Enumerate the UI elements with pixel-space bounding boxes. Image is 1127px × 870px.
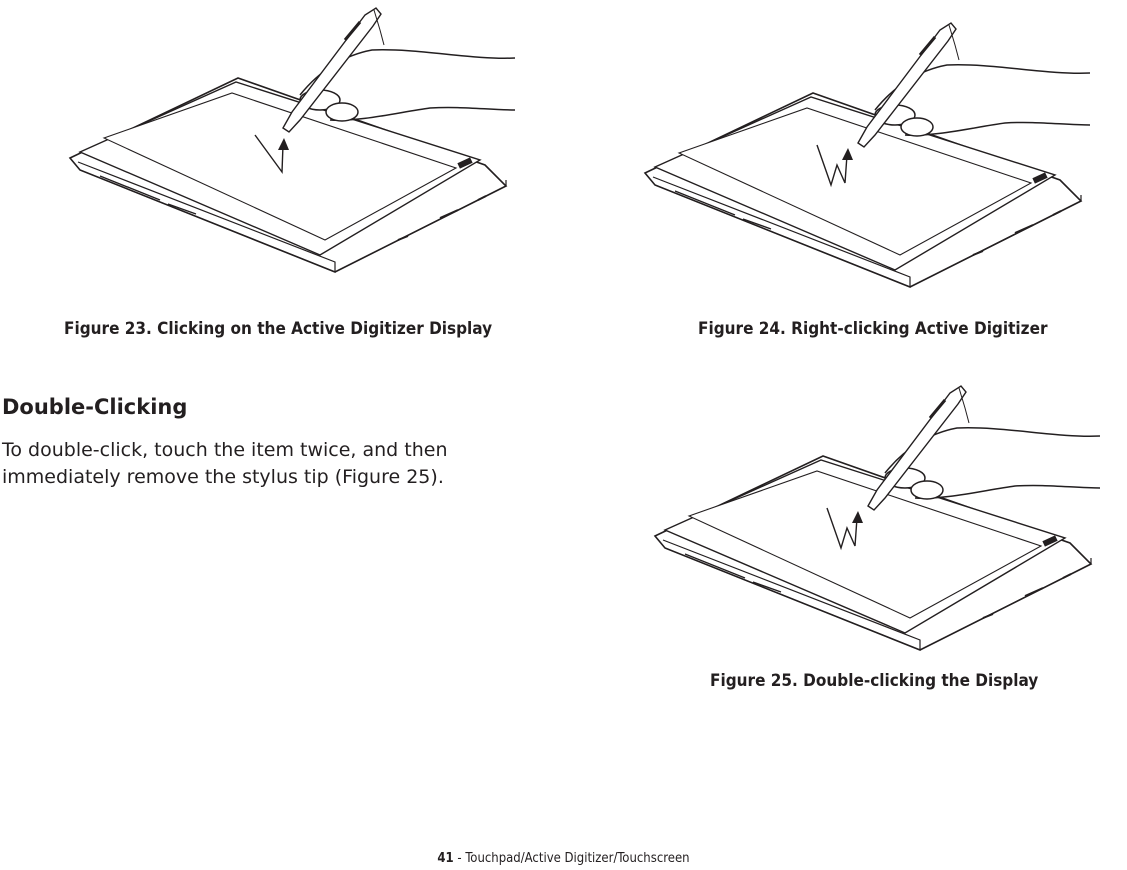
footer-separator: - (453, 851, 466, 866)
section-body: To double-click, touch the item twice, a… (2, 439, 448, 488)
stylus-right-click-illustration (643, 21, 1092, 289)
stylus-double-click-illustration (653, 384, 1102, 652)
figure-24 (575, 15, 1127, 305)
figure-23 (0, 0, 530, 290)
section-heading: Double-Clicking (2, 395, 188, 419)
footer-section-title: Touchpad/Active Digitizer/Touchscreen (465, 851, 690, 866)
figure-23-caption: Figure 23. Clicking on the Active Digiti… (64, 319, 493, 339)
figure-24-caption: Figure 24. Right-clicking Active Digitiz… (698, 319, 1048, 339)
page-number: 41 (437, 851, 454, 866)
figure-25 (585, 378, 1127, 668)
page-footer: 41 - Touchpad/Active Digitizer/Touchscre… (0, 851, 1127, 866)
figure-25-caption: Figure 25. Double-clicking the Display (710, 671, 1039, 691)
stylus-click-illustration (68, 6, 517, 274)
